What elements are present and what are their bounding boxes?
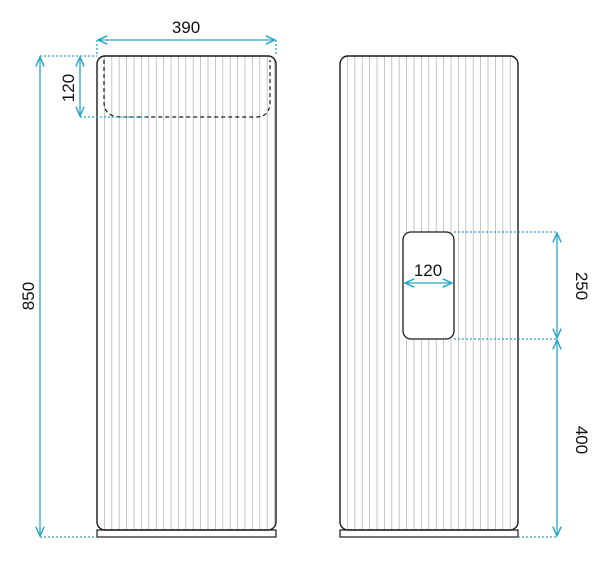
front-view [96, 55, 277, 538]
fluted-texture-left [104, 56, 276, 530]
cabinet-outline-left [96, 55, 277, 531]
niche-width-label: 120 [414, 261, 442, 280]
top-depth-label: 120 [59, 74, 78, 102]
basin-hidden-outline [103, 60, 271, 118]
fluted-texture-right [346, 56, 511, 530]
niche-opening [402, 231, 455, 340]
niche-base-label: 400 [572, 426, 591, 454]
plinth-left [96, 529, 277, 538]
niche-height-label: 250 [572, 272, 591, 300]
dimension-lines [40, 40, 557, 538]
side-view [339, 55, 519, 538]
height-label: 850 [19, 282, 38, 310]
width-label: 390 [172, 18, 200, 37]
plinth-right [339, 529, 519, 538]
